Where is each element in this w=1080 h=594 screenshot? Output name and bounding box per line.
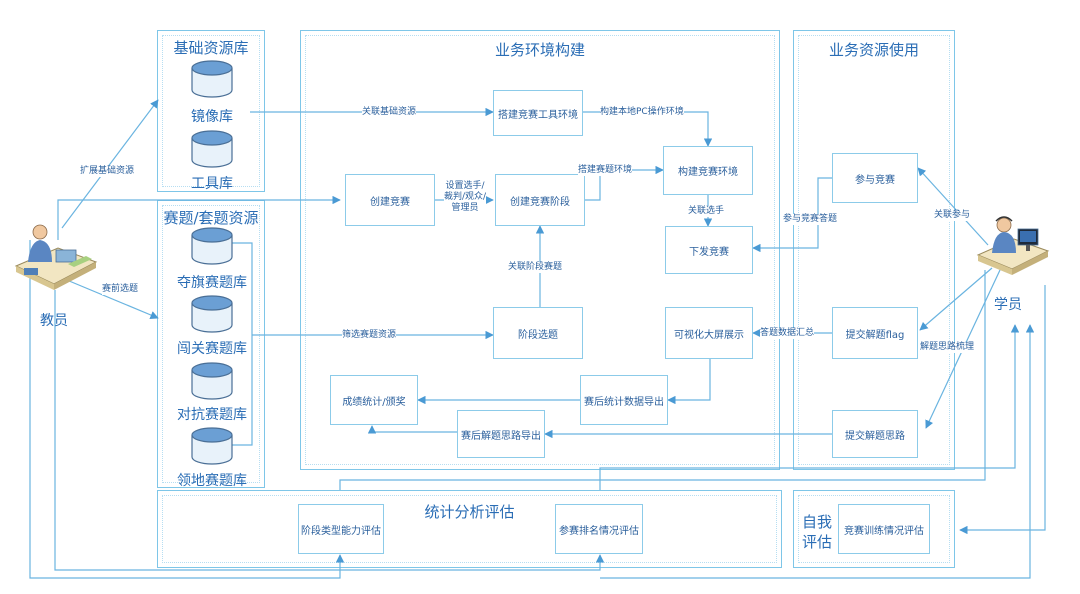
node-build-tool-env[interactable]: 搭建竞赛工具环境 xyxy=(493,90,583,136)
edge-label-link-player: 关联选手 xyxy=(688,206,725,217)
student-icon xyxy=(976,216,1050,275)
edge-label-link-join: 关联参与 xyxy=(934,210,971,221)
edge-teacher-create xyxy=(57,195,341,240)
edge-student-train xyxy=(959,285,1046,535)
edge-bottom-right xyxy=(600,324,1035,579)
database-icon xyxy=(191,362,233,400)
region-base-title: 基础资源库 xyxy=(173,39,249,57)
edge-teacher-bottom2 xyxy=(54,290,605,571)
region-contest-title: 赛题/套题资源 xyxy=(163,209,259,227)
edge-label-filter: 筛选赛题资源 xyxy=(342,330,397,341)
edge-label-expand-base: 扩展基础资源 xyxy=(80,166,135,177)
edge-student-join xyxy=(917,167,989,246)
node-submit-flag[interactable]: 提交解题flag xyxy=(832,307,918,359)
teacher-label: 教员 xyxy=(40,313,68,329)
node-big-screen[interactable]: 可视化大屏展示 xyxy=(665,307,753,359)
edge-label-link-base: 关联基础资源 xyxy=(362,107,417,118)
region-stats-title: 统计分析评估 xyxy=(424,503,515,521)
edge-label-build-stage-env: 搭建赛题环境 xyxy=(578,165,633,176)
node-build-env[interactable]: 构建竞赛环境 xyxy=(663,146,753,195)
region-env-title: 业务环境构建 xyxy=(494,41,585,59)
region-self: 自我 评估 xyxy=(793,490,955,568)
edge-pre-select xyxy=(61,277,159,319)
database-icon xyxy=(191,130,233,168)
edge-label-join-answer: 参与竞赛答题 xyxy=(783,214,838,225)
region-use-title: 业务资源使用 xyxy=(828,41,919,59)
node-create-contest[interactable]: 创建竞赛 xyxy=(345,174,435,226)
edge-stage-eval-up xyxy=(339,270,986,490)
edge-label-local-pc: 构建本地PC操作环境 xyxy=(600,107,684,118)
node-submit-idea[interactable]: 提交解题思路 xyxy=(832,410,918,458)
database-duikang-label: 对抗赛题库 xyxy=(177,407,247,423)
region-base: 基础资源库 xyxy=(157,30,265,192)
node-rank-eval[interactable]: 参赛排名情况评估 xyxy=(555,504,643,554)
database-icon xyxy=(191,427,233,465)
region-stats: 统计分析评估 xyxy=(157,490,782,568)
database-tool-label: 工具库 xyxy=(191,176,233,192)
database-icon xyxy=(191,227,233,265)
teacher-icon xyxy=(14,224,98,290)
database-icon xyxy=(191,295,233,333)
node-dispatch[interactable]: 下发竞赛 xyxy=(665,226,753,274)
edge-teacher-bottom xyxy=(29,240,345,579)
edge-solution-score xyxy=(367,425,458,434)
edge-screen-export xyxy=(667,358,711,405)
edge-contest-bracket xyxy=(232,242,253,446)
student-label: 学员 xyxy=(994,297,1022,313)
edge-rank-eval-up xyxy=(599,324,1020,490)
edge-expand-base xyxy=(61,99,159,229)
node-stage-eval[interactable]: 阶段类型能力评估 xyxy=(298,504,384,554)
node-create-stage[interactable]: 创建竞赛阶段 xyxy=(495,174,585,226)
database-ctf-label: 夺旗赛题库 xyxy=(177,275,247,291)
edge-label-pre-select: 赛前选题 xyxy=(102,284,139,295)
database-mirror-label: 镜像库 xyxy=(191,109,233,125)
node-stage-select[interactable]: 阶段选题 xyxy=(493,307,583,359)
edge-student-flag xyxy=(919,267,993,331)
edge-join-dispatch xyxy=(752,177,832,253)
node-after-export[interactable]: 赛后统计数据导出 xyxy=(580,375,668,425)
node-solution-export[interactable]: 赛后解题思路导出 xyxy=(457,410,545,458)
region-env: 业务环境构建 xyxy=(300,30,780,470)
edge-label-idea-comb: 解题思路梳理 xyxy=(920,342,975,353)
node-join[interactable]: 参与竞赛 xyxy=(832,153,918,203)
edge-label-answer-summary: 答题数据汇总 xyxy=(760,328,815,339)
region-self-title-1: 自我 xyxy=(802,513,833,531)
database-icon xyxy=(191,60,233,98)
region-use: 业务资源使用 xyxy=(793,30,955,470)
database-chuangguan-label: 闯关赛题库 xyxy=(177,341,247,357)
edge-label-set-roles: 设置选手/ 裁判/观众/ 管理员 xyxy=(444,181,487,214)
region-self-title-2: 评估 xyxy=(802,533,833,551)
node-score[interactable]: 成绩统计/颁奖 xyxy=(330,375,418,425)
edge-label-link-stage: 关联阶段赛题 xyxy=(508,262,563,273)
node-train-eval[interactable]: 竞赛训练情况评估 xyxy=(838,504,930,554)
database-lingdi-label: 领地赛题库 xyxy=(177,473,247,489)
